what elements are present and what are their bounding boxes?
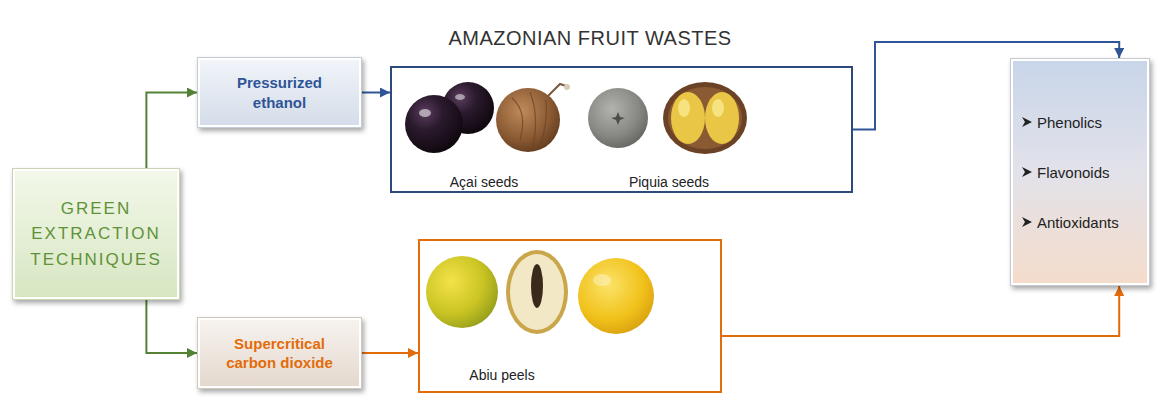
flow-arrow <box>146 300 197 353</box>
flow-arrow <box>362 92 390 94</box>
bullet-arrow <box>1021 166 1033 178</box>
list-item: Antioxidants <box>1021 214 1119 231</box>
sample-label: Abiu peels <box>469 367 534 383</box>
flow-arrow <box>146 93 197 169</box>
bullet-arrow-shape <box>1022 167 1032 177</box>
product-label: Flavonoids <box>1037 164 1110 181</box>
piquia-fruit <box>588 88 648 148</box>
list-item: Phenolics <box>1021 114 1102 131</box>
box-label: GREEN EXTRACTION TECHNIQUES <box>23 196 169 273</box>
product-label: Antioxidants <box>1037 214 1119 231</box>
method-box: Pressurized ethanol <box>197 57 362 128</box>
acai-seed <box>496 84 570 152</box>
method-box: Supercritical carbon dioxide <box>197 317 362 389</box>
label-slot: Açai seeds <box>450 174 518 190</box>
label-slot: Abiu peels <box>469 367 534 383</box>
sample-frame: Açai seeds Piquia seeds <box>390 66 853 193</box>
product-box: PhenolicsFlavonoidsAntioxidants <box>1010 58 1150 286</box>
flow-arrow <box>722 286 1119 336</box>
box-label: Supercritical carbon dioxide <box>216 334 343 373</box>
acai-berries <box>405 82 494 153</box>
bullet-arrow-shape <box>1022 117 1032 127</box>
list-item: Flavonoids <box>1021 164 1110 181</box>
sample-label: Açai seeds <box>450 174 518 190</box>
technique-box: GREEN EXTRACTION TECHNIQUES <box>12 168 180 300</box>
sample-frame: Abiu peels <box>418 239 722 393</box>
diagram-title: AMAZONIAN FRUIT WASTES <box>390 27 790 50</box>
bullet-arrow <box>1021 216 1033 228</box>
box-label: Pressurized ethanol <box>216 73 343 112</box>
bullet-arrow-shape <box>1022 217 1032 227</box>
sample-label: Piquia seeds <box>629 174 709 190</box>
label-slot: Piquia seeds <box>629 174 709 190</box>
piquia-cut-fruit <box>663 82 747 154</box>
bullet-arrow <box>1021 116 1033 128</box>
flow-arrow <box>362 352 418 354</box>
product-label: Phenolics <box>1037 114 1102 131</box>
abiu-fruits <box>426 250 654 334</box>
